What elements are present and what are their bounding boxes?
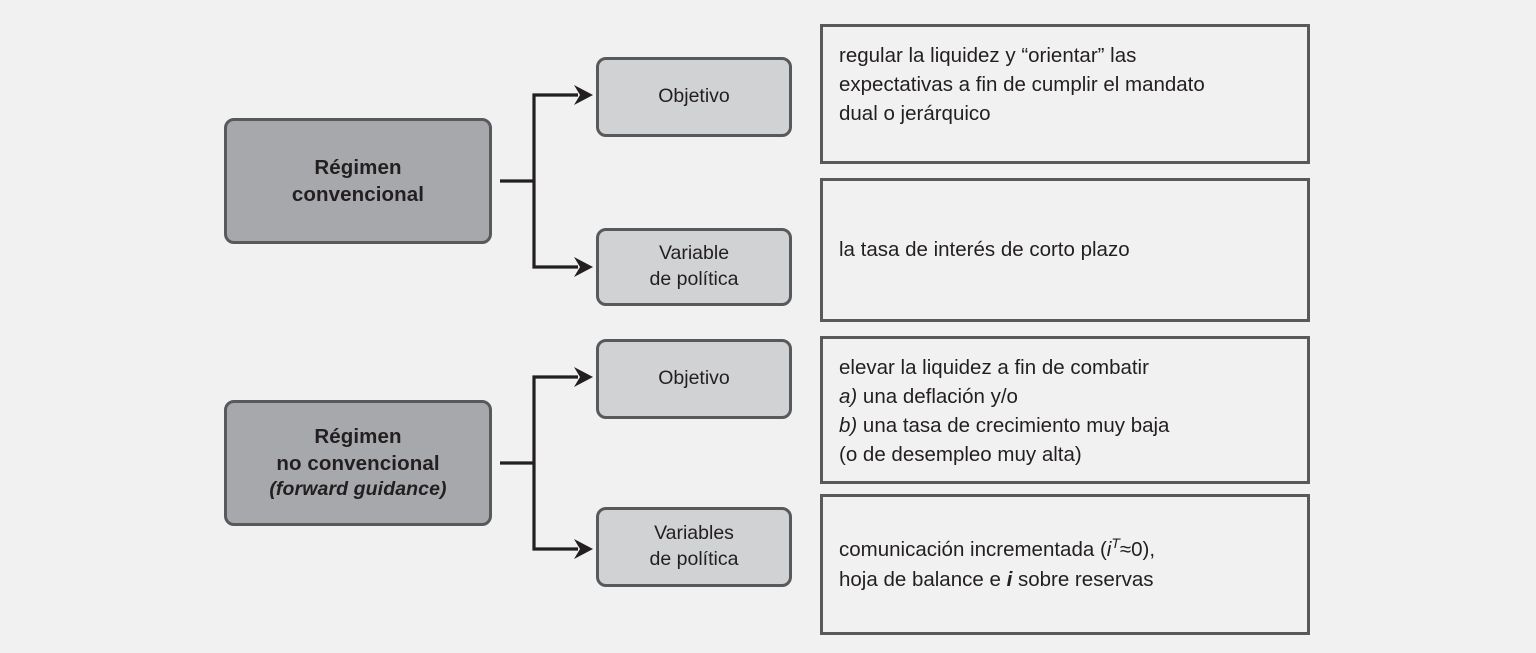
stage-box-objetivo-unconventional: Objetivo (596, 339, 792, 419)
description-line-b: b) una tasa de crecimiento muy baja (839, 414, 1170, 438)
description-box-variables-unconventional: comunicación incrementada (iT≈0), hoja d… (820, 494, 1310, 635)
regime-box-conventional: Régimen convencional (224, 118, 492, 244)
stage-variables-unconventional-line2: de política (649, 548, 739, 570)
regime-unconventional-line2: no convencional (276, 452, 440, 476)
regime-box-unconventional: Régimen no convencional (forward guidanc… (224, 400, 492, 526)
regime-unconventional-line3: (forward guidance) (269, 478, 447, 501)
description-line-comunicacion: comunicación incrementada (iT≈0), (839, 535, 1156, 562)
description-line: regular la liquidez y “orientar” las (839, 44, 1137, 67)
stage-variable-conventional-line2: de política (649, 268, 739, 290)
description-line-hoja: hoja de balance e i sobre reservas (839, 567, 1154, 591)
stage-variable-conventional-line1: Variable (658, 242, 730, 265)
regime-conventional-line2: convencional (291, 183, 425, 206)
description-box-objetivo-unconventional: elevar la liquidez a fin de combatir a) … (820, 336, 1310, 484)
stage-box-variables-unconventional: Variables de política (596, 507, 792, 587)
description-line: dual o jerárquico (839, 102, 991, 126)
description-box-objetivo-conventional: regular la liquidez y “orientar” las exp… (820, 24, 1310, 164)
description-box-variable-conventional: la tasa de interés de corto plazo (820, 178, 1310, 322)
connector-fork-conventional (500, 85, 593, 277)
stage-variables-unconventional-line1: Variables (654, 522, 734, 545)
description-line-a: a) una deflación y/o (839, 385, 1018, 409)
description-line: la tasa de interés de corto plazo (839, 238, 1130, 262)
description-line: (o de desempleo muy alta) (839, 443, 1082, 467)
regime-conventional-line1: Régimen (314, 155, 402, 179)
stage-box-objetivo-conventional: Objetivo (596, 57, 792, 137)
stage-objetivo-conventional-label: Objetivo (658, 85, 730, 108)
connector-fork-unconventional (500, 367, 593, 559)
stage-objetivo-unconventional-label: Objetivo (658, 367, 730, 390)
regime-unconventional-line1: Régimen (314, 425, 402, 449)
stage-box-variable-conventional: Variable de política (596, 228, 792, 306)
description-line: expectativas a fin de cumplir el mandato (839, 73, 1205, 97)
description-line: elevar la liquidez a fin de combatir (839, 356, 1149, 379)
